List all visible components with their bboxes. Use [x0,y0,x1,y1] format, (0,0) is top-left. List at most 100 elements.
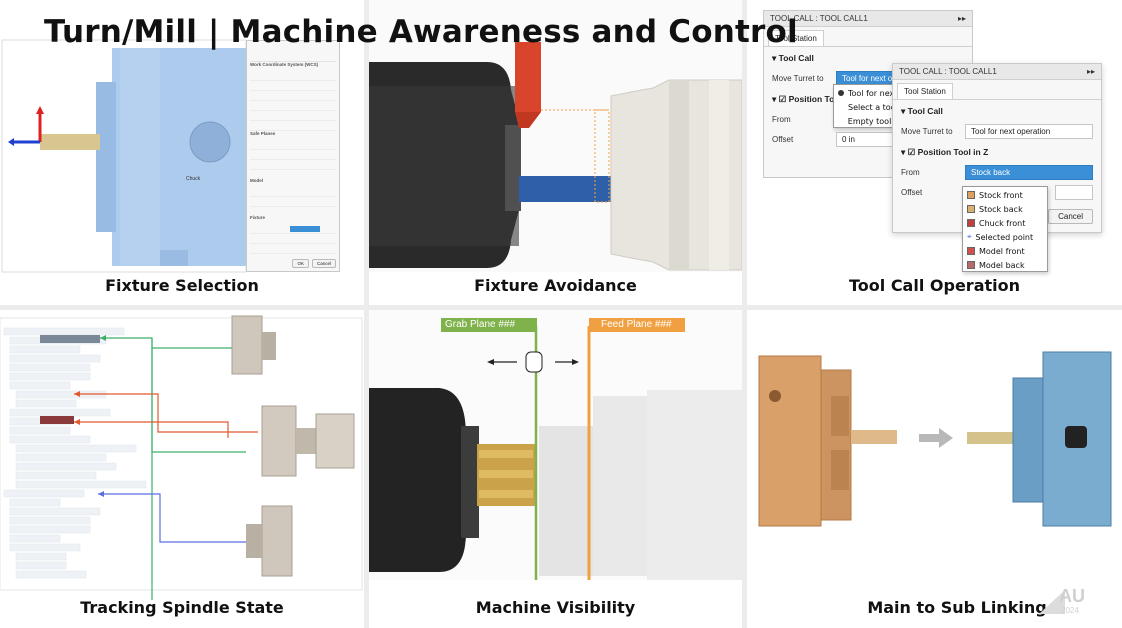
dialog-header: TOOL CALL : TOOL CALL1 ▸▸ [893,64,1101,80]
offset-field[interactable] [1055,184,1093,200]
option-stock-back[interactable]: Stock back [963,201,1047,215]
stock-right [967,432,1013,444]
machine-visibility-panel: Grab Plane ### Feed Plane ### Machine Vi… [369,310,742,628]
offset-row: Offset [893,182,1101,202]
main-sub-viewport [758,351,1112,527]
expand-icon[interactable]: ▸▸ [1086,67,1095,76]
move-turret-select[interactable]: Tool for next operation [965,123,1093,139]
expand-icon[interactable]: ▸▸ [957,14,966,23]
position-section[interactable]: ▾ ☑ Position To [772,94,835,104]
move-turret-dropdown: Tool for next Select a tool Empty tool s [833,84,903,128]
au-logo-year: 2024 [1061,606,1079,615]
model-section: Model [250,178,263,183]
red-link-arrow [74,393,258,433]
safe-planes-section: Safe Planes [250,131,276,136]
option-empty-tool[interactable]: Empty tool s [847,116,898,126]
fixture-avoidance-panel: Fixture Avoidance [369,0,742,305]
tracking-spindle-panel: Tracking Spindle State [0,310,364,628]
ok-button[interactable]: OK [292,259,309,268]
option-stock-front[interactable]: Stock front [963,187,1047,201]
caption-fixture-avoidance: Fixture Avoidance [474,276,637,295]
sub-spindle-ghost [647,390,742,580]
tracking-viewport [0,315,363,600]
dialog-title: TOOL CALL : TOOL CALL1 [899,67,997,76]
option-select-tool[interactable]: Select a tool [848,102,898,112]
settings-rows: Work Coordinate System (WCS) Safe Planes… [247,41,339,256]
caption-machine-visibility: Machine Visibility [475,598,636,617]
feed-plane-label[interactable]: Feed Plane ### [601,319,672,330]
sub-spindle-blue [1012,377,1044,503]
au-logo-text: AU [1059,586,1085,606]
selected-row [40,416,74,424]
tab-tool-station[interactable]: Tool Station [897,83,953,99]
stock-bar [40,134,100,150]
dialog-header: TOOL CALL : TOOL CALL1 ▸▸ [764,11,972,27]
grid-divider [742,0,747,628]
fixture-selector-button[interactable] [290,226,320,232]
main-spindle-orange [758,355,822,527]
dialog-title: TOOL CALL : TOOL CALL1 [770,14,868,23]
stock-left [851,430,897,444]
cancel-button[interactable]: Cancel [1048,209,1093,224]
main-to-sub-panel: Main to Sub Linking AU 2024 [747,310,1122,628]
option-selected-point[interactable]: ⌖Selected point [967,232,1034,242]
option-chuck-front[interactable]: Chuck front [963,215,1047,229]
fixture-viewport: Chuck [1,39,247,273]
move-turret-row: Move Turret to Tool for next operation [893,121,1101,141]
position-section[interactable]: ▾ ☑ Position Tool in Z [901,147,989,157]
caption-main-to-sub-linking: Main to Sub Linking [867,598,1047,617]
chuck-face [189,121,231,163]
grid-divider [0,305,1122,310]
point-icon: ⌖ [967,232,972,241]
grid-divider [364,0,369,628]
wcs-section: Work Coordinate System (WCS) [250,62,319,67]
page-title: Turn/Mill | Machine Awareness and Contro… [44,14,798,50]
tab-row: Tool Station [764,27,972,47]
move-turret-label: Move Turret to [772,73,824,83]
from-row: From [764,109,972,129]
chuck-thumb-2 [261,405,297,477]
tool-holder [515,42,541,112]
chuck-thumb-3 [261,505,293,577]
chuck-jaw [96,82,116,232]
tool-call-section[interactable]: ▾ Tool Call [901,106,943,116]
cancel-button[interactable]: Cancel [311,259,336,268]
offset-label: Offset [772,134,794,144]
option-model-back[interactable]: Model back [963,257,1047,271]
move-turret-label: Move Turret to [901,126,953,136]
chuck-thumb-1 [231,315,263,375]
from-label: From [901,167,920,177]
grab-plane-label-bg [441,318,537,332]
tool-call-panel: TOOL CALL : TOOL CALL1 ▸▸ Tool Station ▾… [747,0,1122,305]
caption-tool-call-operation: Tool Call Operation [848,276,1020,295]
position-section-label: Position To [788,94,835,104]
fixture-avoidance-viewport [369,0,742,272]
tool-call-section[interactable]: ▾ Tool Call [772,53,814,63]
from-select[interactable]: Stock back [965,164,1093,180]
caption-tracking-spindle-state: Tracking Spindle State [80,598,284,617]
au-logo: AU 2024 [1037,586,1097,620]
green-link-arrow [100,337,153,600]
blue-link-arrow [98,493,246,543]
tool-call-section-label: Tool Call [778,53,814,63]
caption-fixture-selection: Fixture Selection [105,276,259,295]
main-spindle [369,388,469,572]
drag-hand-icon [525,351,543,373]
tool-call-section-label: Tool Call [907,106,943,116]
position-section-label: Position Tool in Z [917,147,989,157]
from-dropdown: Stock front Stock back Chuck front ⌖Sele… [962,186,1048,272]
from-label: From [772,114,791,124]
tab-tool-station[interactable]: Tool Station [768,30,824,46]
chuck-tooltip: Chuck [186,176,201,182]
grab-plane-label[interactable]: Grab Plane ### [445,319,516,330]
option-tool-for-next[interactable]: Tool for next [834,85,902,99]
stock-bar [519,176,611,202]
option-model-front[interactable]: Model front [963,243,1047,257]
fixture-selection-panel: Chuck Work Coordinate System (WCS) Safe … [0,0,364,305]
from-row: From Stock back [893,162,1101,182]
highlighted-row [40,335,100,343]
feed-plane-label-bg [589,318,685,332]
fixture-section: Fixture [250,215,266,220]
transfer-arrow-icon [919,428,953,448]
machine-visibility-viewport [369,310,742,580]
